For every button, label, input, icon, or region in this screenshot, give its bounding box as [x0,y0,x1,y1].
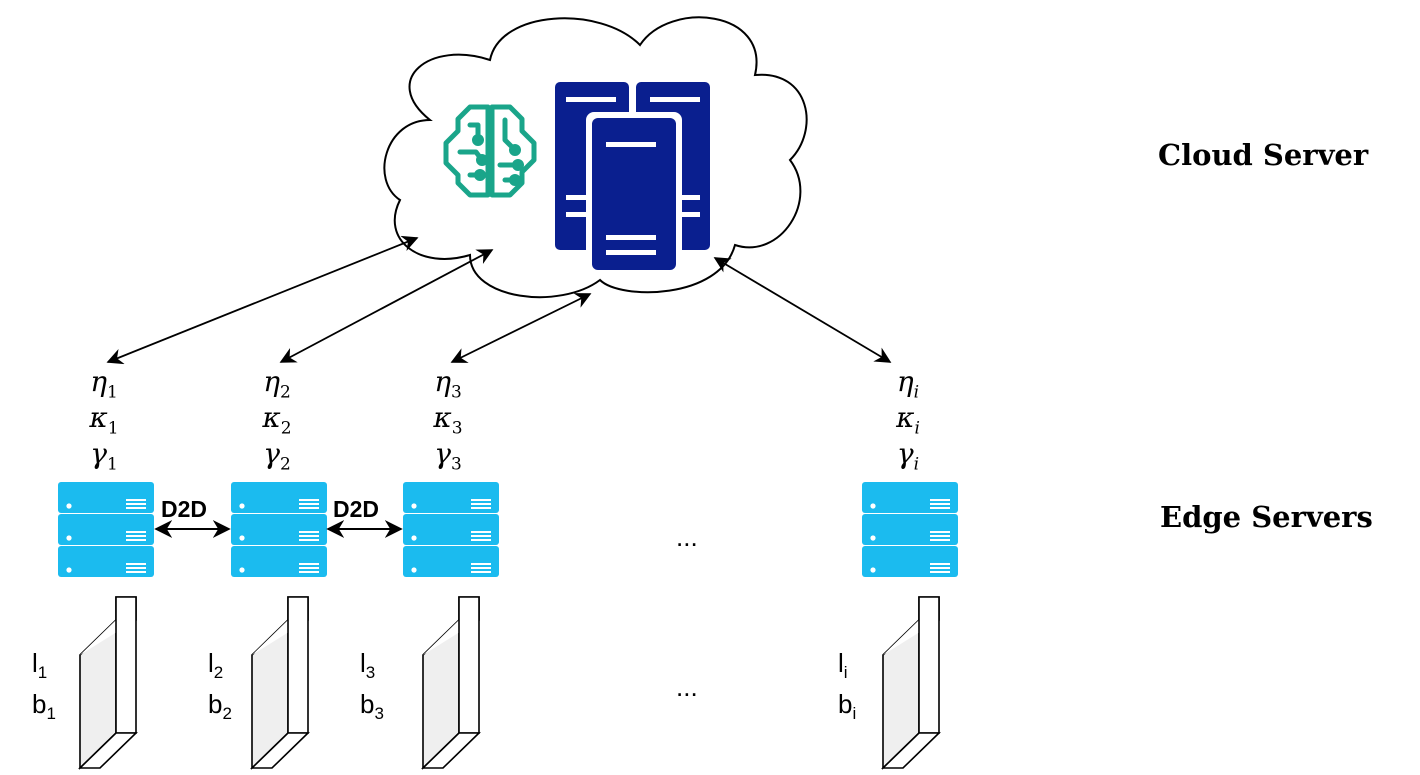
cloud-link-arrow-1 [106,235,419,365]
edge-servers-layer [58,482,958,577]
storage-label-2: l2 b2 [208,648,232,724]
eta-param: ηi [896,365,920,403]
edge-ellipsis: ... [676,522,698,552]
kappa-param: κ2 [262,401,292,439]
storage-label-1: l1 b1 [32,648,56,724]
gamma-param: γ2 [263,437,291,475]
cloud-server-label: Cloud Server [1158,138,1369,172]
edge-server-rack-icon [403,482,499,577]
storage-layer [78,596,941,770]
edge-servers-label: Edge Servers [1160,500,1373,534]
links-layer [106,235,892,365]
edge-server-rack-icon [231,482,327,577]
kappa-param: κi [896,401,920,439]
cloud-link-arrow-3 [450,293,592,363]
gamma-param: γ3 [434,437,462,475]
d2d-label-1-2: D2D [161,496,208,522]
edge-server-rack-icon [862,482,958,577]
server-tower-icon [555,82,710,274]
edge-server-rack-icon [58,482,154,577]
storage-label-3: l3 b3 [360,648,384,724]
storage-block-icon [421,596,481,770]
eta-param: η1 [90,365,118,403]
cloud-link-arrow-4 [713,257,892,363]
gamma-param: γi [896,437,920,475]
kappa-param: κ3 [433,401,463,439]
gamma-param: γ1 [90,437,118,475]
eta-param: η3 [434,365,462,403]
storage-block-icon [78,596,138,770]
storage-ellipsis: ... [676,672,698,702]
storage-block-icon [881,596,941,770]
ai-brain-icon [443,104,537,198]
storage-label-i: li bi [838,648,857,724]
d2d-label-2-3: D2D [333,496,380,522]
storage-block-icon [250,596,310,770]
kappa-param: κ1 [89,401,119,439]
cloud-link-arrow-2 [279,249,494,363]
eta-param: η2 [263,365,291,403]
